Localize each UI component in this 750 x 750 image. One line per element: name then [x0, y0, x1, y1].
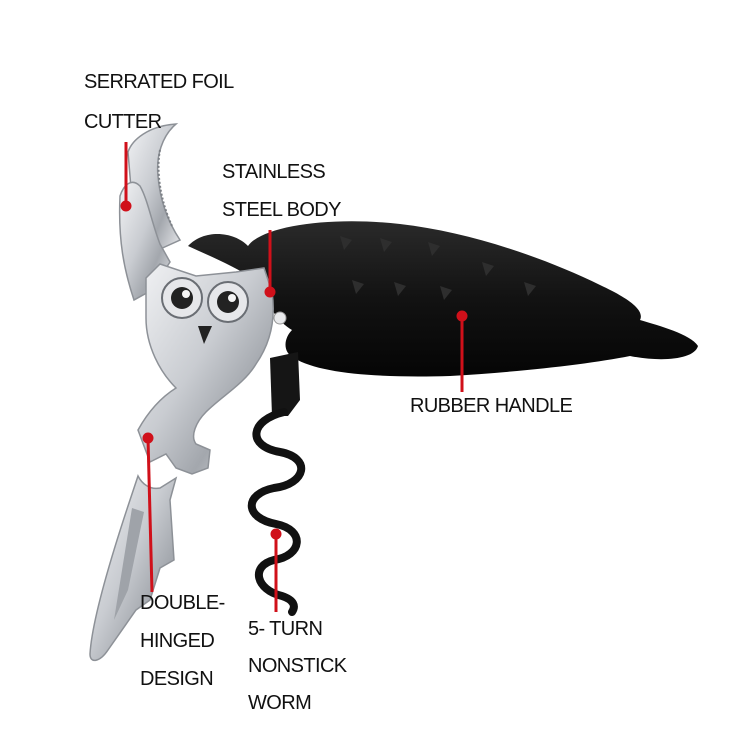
- worm-coil: [247, 408, 305, 616]
- rubber-handle: [188, 221, 698, 377]
- leader-dot-hinge: [142, 432, 154, 444]
- label-hinge-line1: DOUBLE-: [140, 592, 225, 614]
- label-foil-cutter-line2: CUTTER: [84, 111, 162, 133]
- label-hinge-line3: DESIGN: [140, 668, 214, 690]
- label-worm-line2: NONSTICK: [248, 655, 347, 677]
- owl-steel-body: [137, 263, 274, 475]
- foil-cutter-teeth: [157, 149, 173, 227]
- rivet: [273, 311, 287, 325]
- label-foil-cutter-line1: SERRATED FOIL: [84, 71, 234, 93]
- label-worm-line3: WORM: [248, 692, 312, 714]
- leader-lines: [120, 142, 468, 612]
- leader-dot-handle: [456, 310, 468, 322]
- hinged-lever: [89, 474, 178, 662]
- label-body-line1: STAINLESS: [222, 161, 326, 183]
- label-body-line2: STEEL BODY: [222, 199, 341, 221]
- leader-dot-foil-cutter: [120, 200, 132, 212]
- worm-shaft: [270, 352, 300, 416]
- leader-line-hinge: [146, 437, 154, 593]
- owl-eye-left-highlight: [182, 290, 190, 298]
- owl-beak: [198, 326, 212, 344]
- lever-inner: [114, 508, 144, 620]
- owl-eye-left: [171, 287, 193, 309]
- label-handle: RUBBER HANDLE: [410, 395, 573, 417]
- owl-eye-right: [217, 291, 239, 313]
- leader-dot-body: [264, 286, 276, 298]
- handle-grip-bumps: [340, 236, 536, 300]
- owl-eye-right-highlight: [228, 294, 236, 302]
- label-hinge-line2: HINGED: [140, 630, 215, 652]
- label-worm-line1: 5- TURN: [248, 618, 323, 640]
- leader-dot-worm: [270, 528, 282, 540]
